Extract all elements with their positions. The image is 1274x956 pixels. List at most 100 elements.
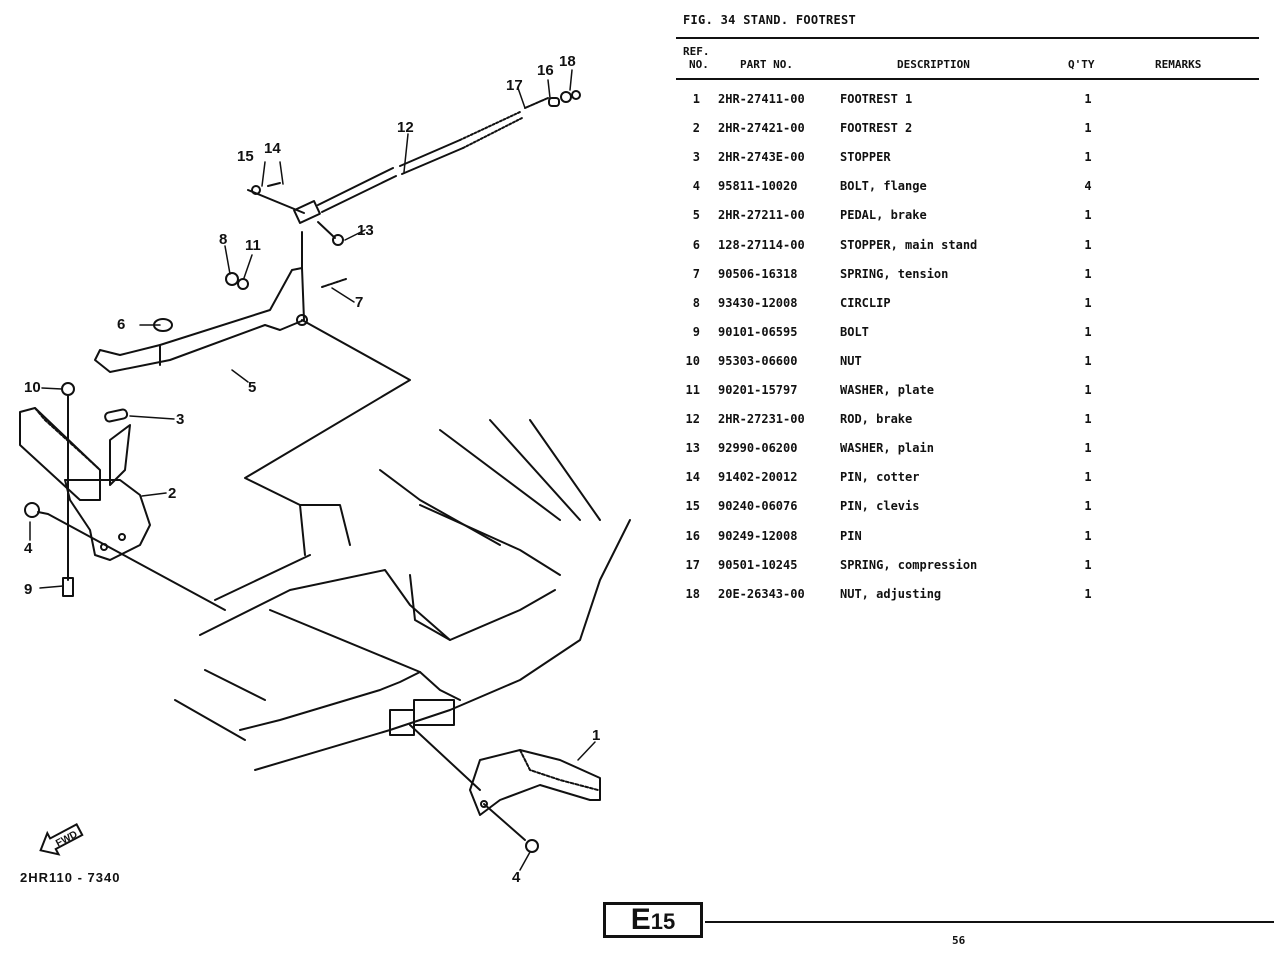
part-no-cell: 90101-06595 — [718, 324, 798, 339]
header-bottom-rule — [676, 78, 1259, 80]
header-remarks: REMARKS — [1155, 58, 1202, 71]
part-no-cell: 128-27114-00 — [718, 237, 805, 252]
ref-cell: 2 — [692, 121, 700, 136]
bolt-part — [62, 577, 74, 597]
qty-cell: 1 — [1084, 150, 1092, 165]
footrest-2-part — [19, 407, 151, 561]
callout-4: 4 — [24, 540, 33, 557]
callout-11: 11 — [245, 237, 261, 254]
stopper-part — [104, 408, 129, 423]
ref-cell: 16 — [685, 528, 700, 543]
part-no-cell: 2HR-27231-00 — [718, 412, 805, 427]
qty-cell: 4 — [1084, 179, 1092, 194]
description-cell: SPRING, compression — [840, 557, 978, 572]
qty-cell: 1 — [1084, 499, 1092, 514]
description-cell: STOPPER, main stand — [840, 237, 978, 252]
fwd-label: FWD — [54, 829, 79, 849]
callout-9: 9 — [24, 581, 32, 598]
qty-cell: 1 — [1084, 557, 1092, 572]
qty-cell: 1 — [1084, 295, 1092, 310]
callout-labels: 1 2 3 4 5 6 7 8 9 10 11 12 13 14 15 16 1… — [24, 53, 600, 886]
part-no-cell: 90240-06076 — [718, 499, 798, 514]
footer-rule — [705, 921, 1274, 923]
section-badge: E15 — [603, 902, 703, 938]
ref-cell: 12 — [685, 412, 700, 427]
qty-cell: 1 — [1084, 383, 1092, 397]
footrest-1-part — [409, 724, 601, 816]
part-no-cell: 2HR-27211-00 — [718, 208, 805, 223]
description-cell: PIN, clevis — [840, 499, 920, 514]
fwd-arrow-icon: FWD — [39, 823, 84, 856]
leader-lines — [29, 69, 596, 871]
description-cell: NUT, adjusting — [840, 586, 942, 601]
header-top-rule — [676, 37, 1259, 39]
description-cell: BOLT, flange — [840, 179, 927, 194]
callout-5: 5 — [248, 379, 256, 396]
header-part-no: PART NO. — [740, 58, 793, 71]
nut-part — [61, 382, 75, 581]
description-cell: PIN, cotter — [840, 470, 920, 485]
description-cell: SPRING, tension — [840, 266, 949, 281]
header-ref-line2: NO. — [689, 58, 709, 71]
table-row: 2 2HR-27421-00 FOOTREST 2 1 — [676, 121, 1236, 150]
ref-cell: 8 — [692, 295, 700, 310]
ref-cell: 18 — [685, 586, 700, 601]
part-no-cell: 95811-10020 — [718, 179, 798, 194]
qty-cell: 1 — [1084, 324, 1092, 339]
qty-cell: 1 — [1084, 237, 1092, 252]
ref-cell: 13 — [685, 441, 700, 456]
flange-bolt-part — [24, 502, 226, 611]
callout-18: 18 — [559, 53, 576, 70]
qty-cell: 1 — [1084, 353, 1092, 368]
qty-cell: 1 — [1084, 266, 1092, 281]
description-cell: FOOTREST 1 — [840, 92, 913, 106]
description-cell: CIRCLIP — [840, 295, 891, 310]
callout-6: 6 — [117, 316, 125, 333]
ref-cell: 6 — [692, 237, 700, 252]
part-no-cell: 92990-06200 — [718, 441, 798, 456]
qty-cell: 1 — [1084, 208, 1092, 223]
part-no-cell: 90506-16318 — [718, 266, 798, 281]
pin-part — [548, 97, 560, 107]
part-no-cell: 2HR-27421-00 — [718, 121, 805, 136]
ref-cell: 1 — [692, 92, 700, 106]
exploded-parts-diagram: 1 2 3 4 5 6 7 8 9 10 11 12 13 14 15 16 1… — [19, 53, 631, 886]
part-no-cell: 90201-15797 — [718, 383, 798, 397]
qty-cell: 1 — [1084, 470, 1092, 485]
frame-outline — [174, 419, 631, 771]
description-cell: BOLT — [840, 324, 869, 339]
page-number: 56 — [952, 934, 966, 947]
ref-cell: 14 — [685, 470, 700, 485]
description-cell: FOOTREST 2 — [840, 121, 913, 136]
callout-16: 16 — [537, 62, 554, 79]
qty-cell: 1 — [1084, 586, 1092, 601]
brake-pedal-part — [94, 231, 411, 506]
description-cell: PIN — [840, 528, 862, 543]
description-cell: STOPPER — [840, 150, 891, 165]
description-cell: WASHER, plate — [840, 383, 934, 397]
qty-cell: 1 — [1084, 121, 1092, 136]
qty-cell: 1 — [1084, 412, 1092, 427]
header-description: DESCRIPTION — [897, 58, 970, 71]
ref-cell: 3 — [692, 150, 700, 165]
callout-15: 15 — [237, 148, 254, 165]
qty-cell: 1 — [1084, 441, 1092, 456]
callout-2: 2 — [168, 485, 176, 502]
tension-spring-part — [321, 278, 347, 288]
callout-7: 7 — [355, 294, 363, 311]
